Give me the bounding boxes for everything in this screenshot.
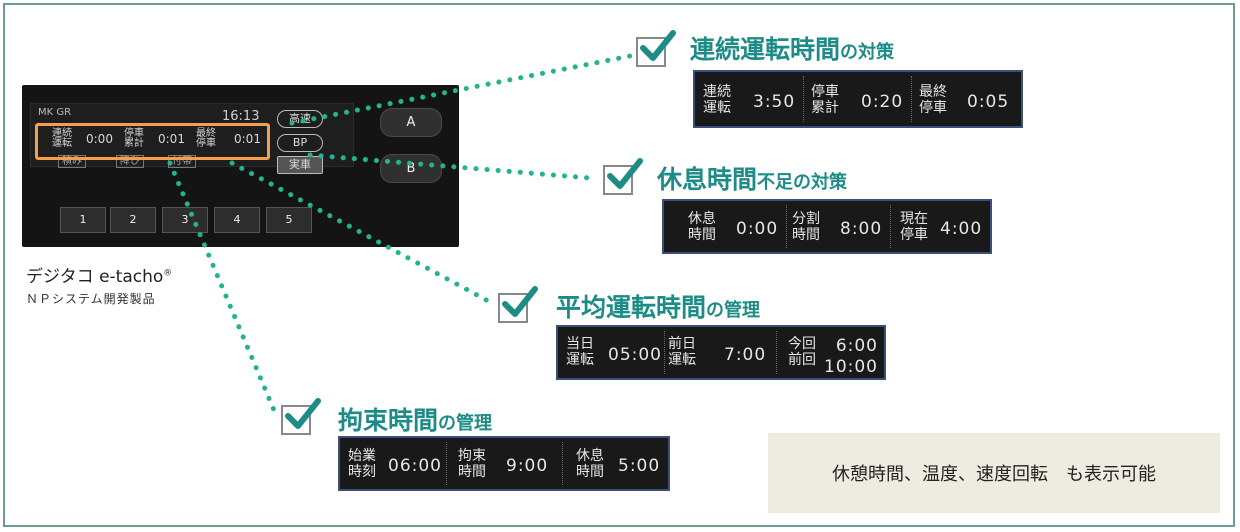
device-value-continuous: 0:00 [86, 132, 113, 146]
device-label-stop-total: 停車 累計 [124, 128, 144, 149]
connector-1 [289, 53, 633, 126]
connector-2 [307, 152, 593, 181]
readout-panel-continuous: 連続 運転 3:50 停車 累計 0:20 最終 停車 0:05 [693, 70, 1023, 128]
readout-value: 5:00 [618, 456, 661, 476]
note-box: 休憩時間、温度、速度回転 も表示可能 [768, 433, 1220, 513]
readout-value: 05:00 [608, 345, 662, 365]
readout-label: 始業 時刻 [348, 448, 376, 480]
device-value-stop-total: 0:01 [158, 132, 185, 146]
connector-4 [167, 160, 279, 418]
device-name: デジタコ e-tacho [26, 267, 164, 287]
readout-label: 分割 時間 [792, 211, 820, 243]
feature-heading-restraint: 拘束時間の管理 [338, 401, 492, 437]
device-num-button-2: 2 [110, 207, 156, 233]
checkbox-icon [498, 286, 538, 323]
heading-sub: 不足の対策 [757, 172, 848, 193]
checkbox-icon [636, 30, 676, 67]
connector-3 [229, 160, 493, 305]
device-button-b: B [380, 154, 442, 183]
device-tab-load: 積み [58, 155, 86, 168]
device-button-a: A [380, 108, 442, 137]
heading-sub: の管理 [706, 300, 761, 321]
readout-divider [562, 442, 563, 485]
readout-divider [664, 331, 665, 374]
readout-divider [776, 331, 777, 374]
readout-label: 停車 累計 [811, 84, 839, 116]
device-time: 16:13 [222, 109, 260, 124]
readout-label: 当日 運転 [566, 336, 594, 368]
highlight-box [35, 123, 270, 160]
feature-heading-rest: 休息時間不足の対策 [657, 160, 847, 196]
readout-label: 最終 停車 [919, 84, 947, 116]
heading-main: 拘束時間 [338, 406, 439, 435]
device-num-button-1: 1 [60, 207, 106, 233]
feature-heading-continuous: 連続運転時間の対策 [690, 30, 894, 66]
readout-value: 06:00 [388, 456, 442, 476]
device-label-last-stop: 最終 停車 [196, 128, 216, 149]
heading-main: 平均運転時間 [556, 293, 707, 322]
readout-value: 3:50 [753, 92, 796, 112]
readout-label: 現在 停車 [900, 211, 928, 243]
readout-label: 休息 時間 [576, 448, 604, 480]
checkbox-icon [603, 158, 643, 195]
status-pill: 高速 [277, 110, 323, 128]
device-caption: デジタコ e-tacho® [26, 262, 172, 287]
device-topline: MK GR [38, 107, 72, 118]
heading-main: 休息時間 [657, 165, 758, 194]
readout-label: 今回 前回 [788, 336, 816, 368]
readout-label: 連続 運転 [703, 84, 731, 116]
device-subcaption: ＮＰシステム開発製品 [26, 292, 156, 306]
device-tab-unload: 降ひ [116, 155, 144, 168]
readout-panel-rest: 休息 時間 0:00 分割 時間 8:00 現在 停車 4:00 [662, 199, 992, 254]
readout-panel-restraint: 始業 時刻 06:00 拘束 時間 9:00 休息 時間 5:00 [338, 436, 670, 491]
checkmark-icon [640, 30, 676, 61]
readout-value: 6:00 10:00 [824, 336, 878, 377]
readout-value: 4:00 [940, 219, 983, 239]
readout-label: 前日 運転 [668, 336, 696, 368]
readout-label: 休息 時間 [688, 211, 716, 243]
readout-value: 7:00 [724, 345, 767, 365]
readout-value: 0:00 [736, 219, 779, 239]
readout-value: 9:00 [506, 456, 549, 476]
bp-pill: BP [277, 134, 323, 152]
readout-panel-average: 当日 運転 05:00 前日 運転 7:00 今回 前回 6:00 10:00 [556, 325, 886, 380]
readout-value: 8:00 [840, 219, 883, 239]
device-num-button-3: 3 [162, 207, 208, 233]
readout-divider [890, 205, 891, 248]
readout-value: 0:05 [967, 92, 1010, 112]
checkbox-icon [281, 398, 321, 435]
mode-label: 実車 [277, 156, 323, 174]
readout-divider [446, 442, 447, 485]
heading-main: 連続運転時間 [690, 35, 841, 64]
device-num-button-5: 5 [266, 207, 312, 233]
outer-frame [3, 3, 1235, 527]
feature-heading-average: 平均運転時間の管理 [556, 288, 760, 324]
device-num-button-4: 4 [214, 207, 260, 233]
readout-divider [786, 205, 787, 248]
checkmark-icon [607, 158, 643, 189]
tachograph-device: MK GR 16:13 高速 BP 実車 連続 運転 0:00 停車 累計 0:… [22, 85, 459, 247]
heading-sub: の管理 [438, 413, 493, 434]
device-value-last-stop: 0:01 [234, 132, 261, 146]
registered-mark: ® [163, 268, 173, 279]
heading-sub: の対策 [840, 42, 895, 63]
device-label-continuous: 連続 運転 [52, 128, 72, 149]
checkmark-icon [285, 398, 321, 429]
readout-divider [911, 76, 912, 122]
checkmark-icon [502, 286, 538, 317]
readout-label: 拘束 時間 [458, 448, 486, 480]
readout-divider [803, 76, 804, 122]
readout-value: 0:20 [861, 92, 904, 112]
